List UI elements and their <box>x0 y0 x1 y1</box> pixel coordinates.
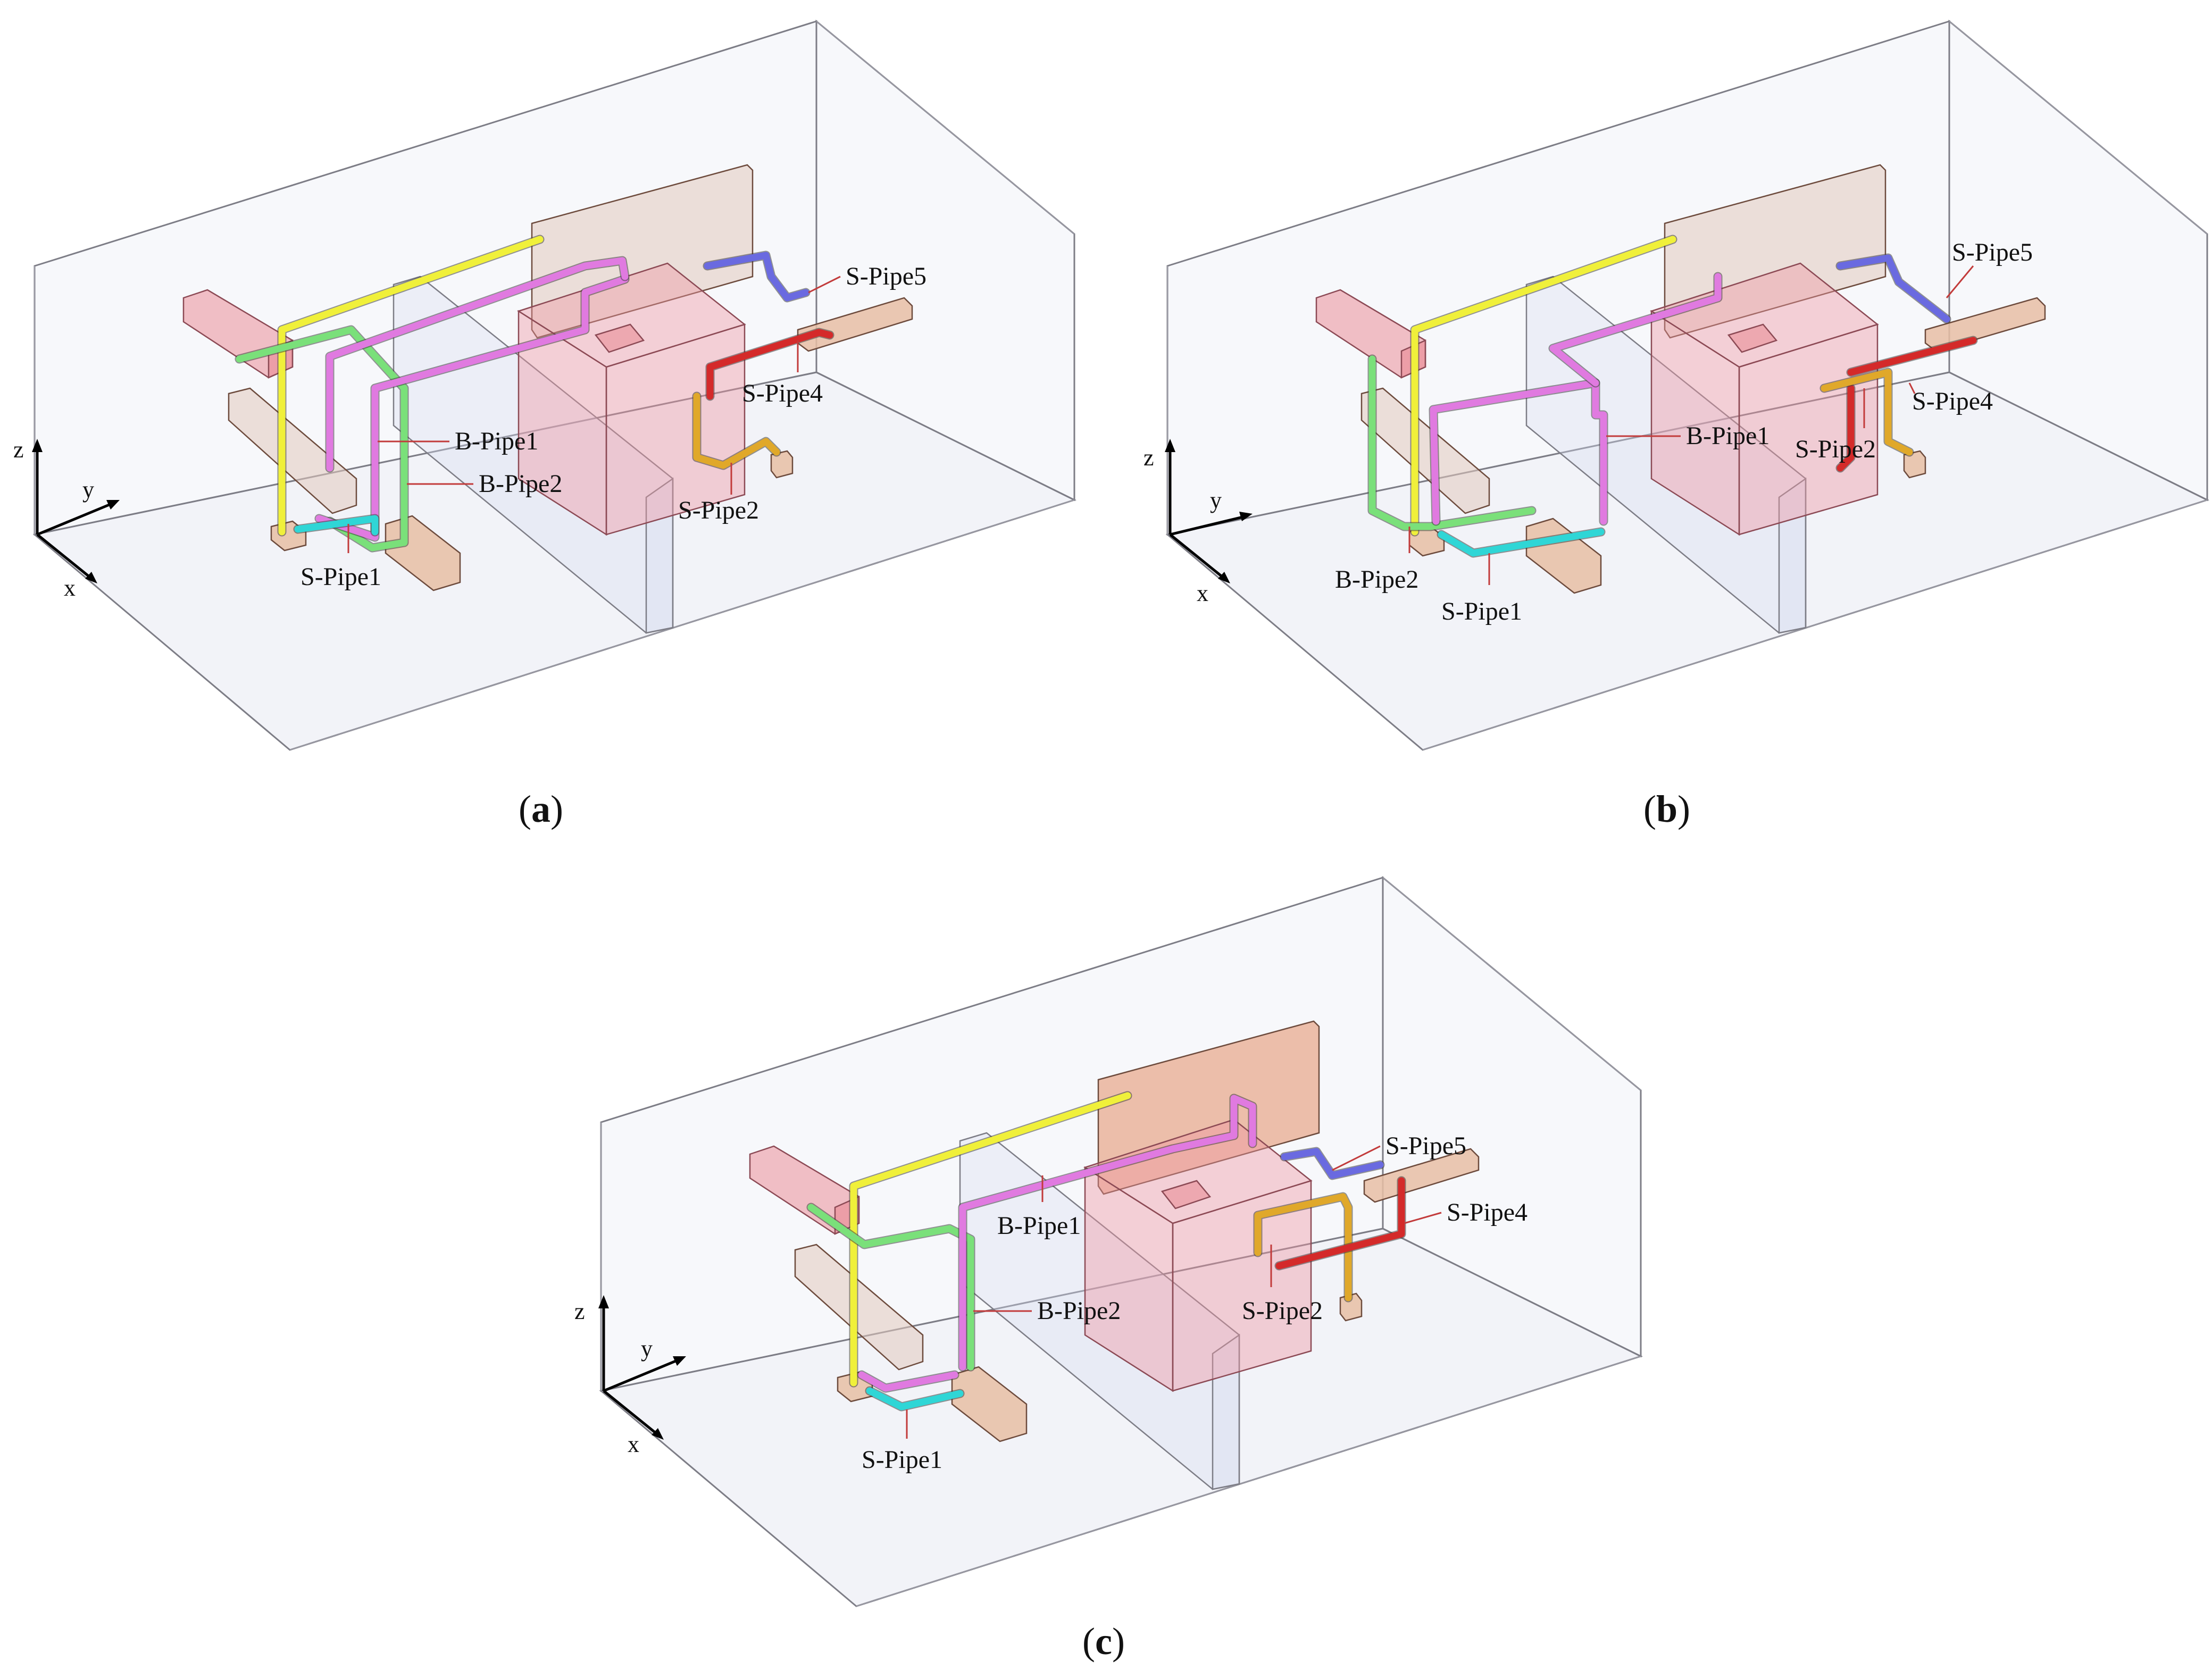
s-pipe2-path <box>1821 369 1913 456</box>
left-tan-box <box>228 387 357 514</box>
label-s-pipe1: S-Pipe1 <box>1441 597 1522 625</box>
axis-triad: z y x <box>574 1295 686 1457</box>
large-cube-side <box>1084 1166 1174 1392</box>
b-pipe2-path <box>807 1204 974 1371</box>
svg-text:(c): (c) <box>1082 1620 1125 1663</box>
small-block-on-cube <box>594 323 645 353</box>
b-pipe2-path <box>236 326 408 552</box>
axis-x-label: x <box>628 1431 639 1457</box>
s-pipe4-path <box>706 329 833 400</box>
tan-cube-small-right <box>1903 450 1926 479</box>
svg-text:(a): (a) <box>519 788 563 830</box>
s-pipe1-path <box>294 515 379 536</box>
label-s-pipe4: S-Pipe4 <box>742 379 823 407</box>
large-cube-side <box>517 310 607 536</box>
label-s-pipe1: S-Pipe1 <box>862 1446 942 1474</box>
s-pipe4-path <box>1275 1177 1405 1270</box>
panel-a: z y x S-Pipe5 S-Pipe4 B-Pipe1 B-Pipe2 S-… <box>13 19 1076 830</box>
label-b-pipe2: B-Pipe2 <box>1037 1297 1121 1325</box>
tan-box-right <box>1363 1148 1480 1203</box>
label-s-pipe2: S-Pipe2 <box>1795 435 1876 463</box>
axis-z-label: z <box>13 437 24 463</box>
b-pipe1-path <box>1430 379 1607 525</box>
axis-z-label: z <box>1143 445 1154 471</box>
label-b-pipe2: B-Pipe2 <box>1335 565 1418 594</box>
s-pipe5-path <box>1837 254 1950 323</box>
b-pipe1-path <box>959 1095 1256 1371</box>
axis-y-label: y <box>1210 487 1222 513</box>
s-pipe5-path <box>1281 1148 1384 1179</box>
b-pipe1-branch <box>326 257 629 472</box>
svg-text:(b): (b) <box>1643 788 1690 830</box>
label-s-pipe4: S-Pipe4 <box>1447 1198 1527 1226</box>
s-pipe1-path <box>1438 528 1605 557</box>
top-pipe <box>1411 236 1676 536</box>
axis-y-label: y <box>82 477 94 503</box>
b-pipe1-path <box>315 276 629 541</box>
s-pipe2-a <box>1837 385 1855 472</box>
caption-c: c <box>1095 1620 1112 1663</box>
b-pipe1-branch <box>1549 273 1722 387</box>
label-s-pipe5: S-Pipe5 <box>1385 1132 1466 1160</box>
s-pipe1-path <box>866 1387 964 1411</box>
s-pipe2-path <box>1254 1193 1352 1301</box>
s-pipe4-path <box>1847 337 1977 376</box>
s-pipe5-path <box>704 252 809 302</box>
axis-y-label: y <box>641 1336 653 1362</box>
label-s-pipe5: S-Pipe5 <box>846 262 926 290</box>
left-tan-box <box>794 1244 924 1371</box>
tan-box-bottom-mid <box>951 1366 1028 1442</box>
top-pipe <box>278 236 544 536</box>
caption-a: a <box>531 788 550 830</box>
axis-triad: z y x <box>1143 439 1253 606</box>
top-pipe <box>850 1092 1131 1387</box>
axis-x-label: x <box>1197 580 1208 606</box>
panel-b: z y x S-Pipe5 S-Pipe4 B-Pipe1 S-Pipe2 B-… <box>1143 19 2209 830</box>
tan-box-right <box>1924 297 2046 352</box>
label-s-pipe5: S-Pipe5 <box>1952 238 2033 266</box>
small-block-on-cube <box>1161 1180 1212 1209</box>
small-block-on-cube <box>1727 323 1778 353</box>
tan-cube-small-right <box>770 450 794 479</box>
label-b-pipe2: B-Pipe2 <box>479 470 562 498</box>
panel-c: z y x S-Pipe5 S-Pipe4 B-Pipe1 B-Pipe2 S-… <box>574 875 1643 1663</box>
b-pipe1-branch <box>858 1371 958 1392</box>
large-cube-side <box>1650 310 1740 536</box>
b-pipe2-path <box>1368 355 1535 530</box>
left-tan-box <box>1360 387 1490 514</box>
label-b-pipe1: B-Pipe1 <box>997 1212 1081 1240</box>
label-b-pipe1: B-Pipe1 <box>1686 422 1769 450</box>
label-s-pipe2: S-Pipe2 <box>678 496 759 524</box>
label-b-pipe1: B-Pipe1 <box>455 427 538 455</box>
label-s-pipe4: S-Pipe4 <box>1912 387 1993 415</box>
axis-triad: z y x <box>13 437 120 601</box>
axis-z-label: z <box>574 1298 585 1324</box>
label-s-pipe1: S-Pipe1 <box>301 563 381 591</box>
axis-x-label: x <box>64 575 76 601</box>
label-s-pipe2: S-Pipe2 <box>1242 1297 1323 1325</box>
s-pipe2-path <box>693 393 780 469</box>
caption-b: b <box>1656 788 1677 830</box>
